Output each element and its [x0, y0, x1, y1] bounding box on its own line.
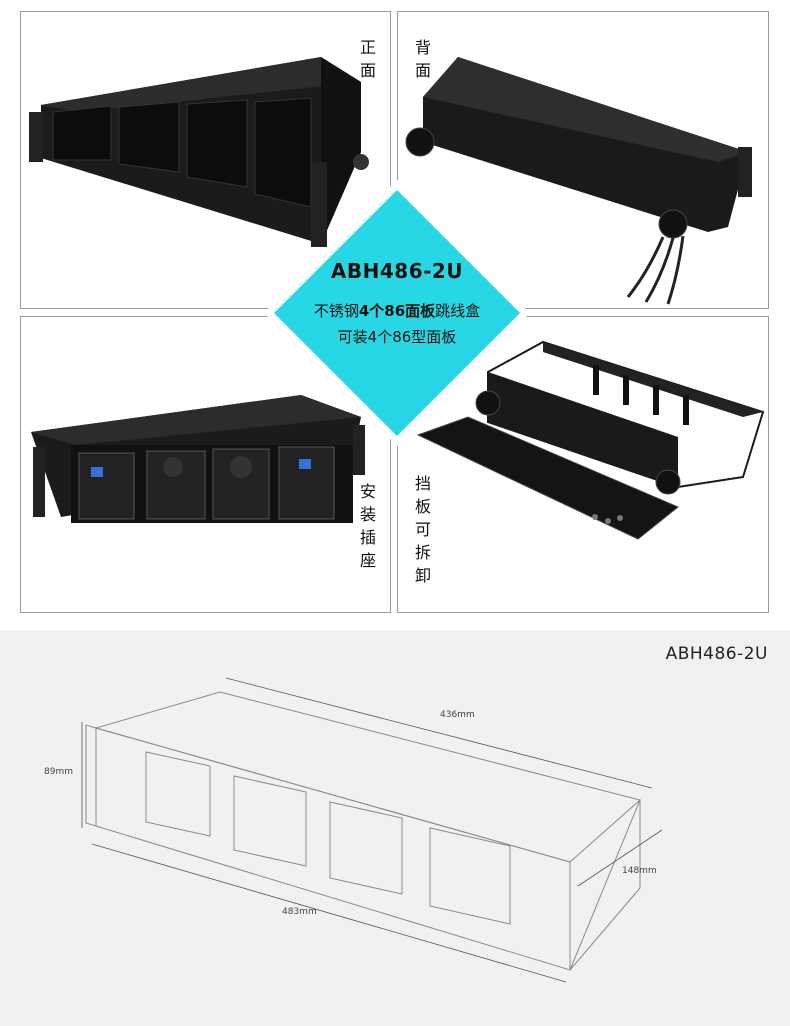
center-badge: ABH486-2U 不锈钢4个86面板跳线盒 可装4个86型面板: [264, 180, 530, 446]
dimension-drawing: [81, 677, 663, 983]
back-view-panel: 背面: [397, 11, 769, 309]
side-dimension: 148mm: [622, 866, 657, 876]
front-view-label: 正面: [359, 38, 376, 80]
removable-view-panel: 挡板可拆卸: [397, 316, 769, 613]
height-dimension: 89mm: [44, 767, 73, 777]
product-description: 不锈钢4个86面板跳线盒: [264, 300, 530, 321]
removable-view-label: 挡板可拆卸: [414, 474, 431, 585]
product-title: ABH486-2U: [330, 259, 464, 283]
description-prefix: 不锈钢: [313, 302, 359, 320]
width-dimension: 483mm: [282, 907, 317, 917]
description-suffix: 跳线盒: [435, 302, 481, 320]
front-view-panel: 正面: [20, 11, 391, 309]
front-view-image: [29, 57, 369, 247]
drawing-model-label: ABH486-2U: [665, 644, 768, 664]
depth-dimension: 436mm: [440, 710, 475, 720]
center-diamond-shape: [264, 180, 530, 446]
back-view-image: [405, 57, 752, 305]
back-view-label: 背面: [414, 38, 431, 80]
install-view-label: 安装插座: [359, 482, 376, 570]
dimension-drawing-section: ABH486-2U 436mm 89mm 148mm 483mm: [0, 630, 790, 1026]
removable-view-image: [416, 340, 765, 540]
product-subtitle: 可装4个86型面板: [337, 328, 457, 346]
install-view-image: [31, 395, 365, 523]
description-highlight: 4个86面板: [358, 302, 436, 320]
